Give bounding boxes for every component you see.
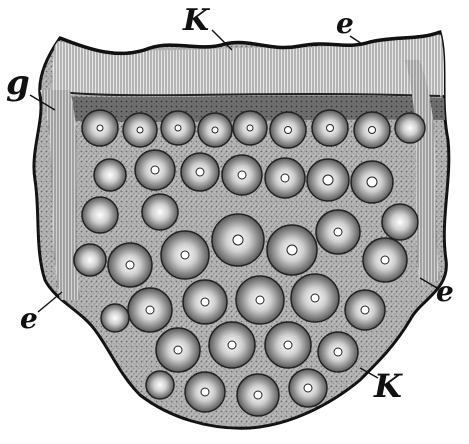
- label-e-right: e: [436, 278, 454, 306]
- label-g-left: g: [6, 66, 30, 100]
- label-k-bottom: K: [374, 370, 402, 402]
- label-e-left: e: [20, 305, 38, 333]
- label-e-top: e: [336, 10, 354, 38]
- label-k-top: K: [183, 6, 209, 36]
